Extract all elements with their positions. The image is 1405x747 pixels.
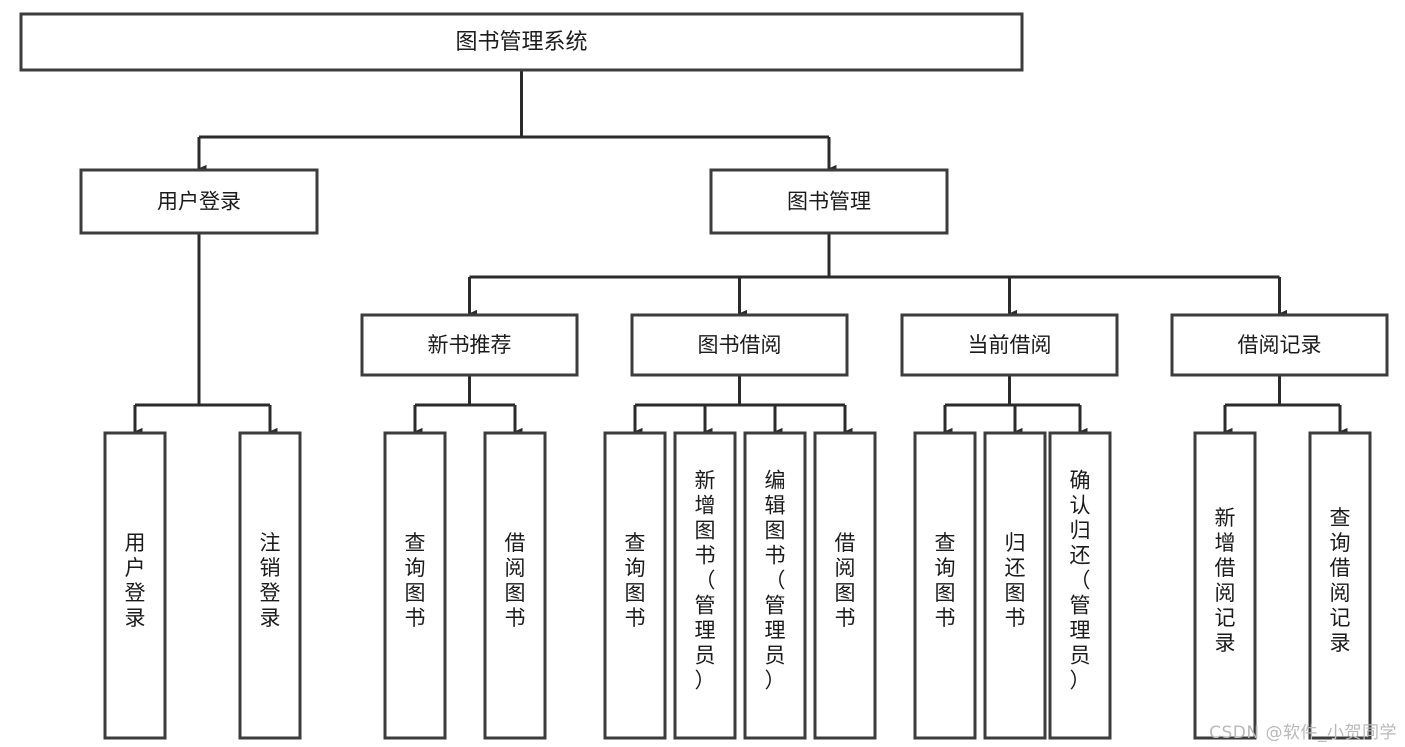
node-current-borrow[interactable]: 当前借阅 bbox=[900, 313, 1119, 377]
node-new-book-recommend-label: 新书推荐 bbox=[428, 333, 512, 357]
node-leaf-add-record-label: 新增借阅记录 bbox=[1215, 506, 1236, 655]
node-book-manage[interactable]: 图书管理 bbox=[709, 168, 949, 235]
node-book-borrow-label: 图书借阅 bbox=[698, 333, 782, 357]
node-user-login[interactable]: 用户登录 bbox=[79, 168, 319, 235]
node-leaf-return-book[interactable]: 归还图书 bbox=[983, 431, 1047, 740]
node-leaf-return-book-label: 归还图书 bbox=[1005, 531, 1026, 630]
node-root-system[interactable]: 图书管理系统 bbox=[19, 12, 1024, 72]
node-user-login-label: 用户登录 bbox=[157, 190, 241, 214]
node-leaf-add-book[interactable]: 新增图书（管理员） bbox=[673, 431, 737, 740]
node-borrow-record[interactable]: 借阅记录 bbox=[1170, 313, 1389, 377]
node-current-borrow-label: 当前借阅 bbox=[968, 333, 1052, 357]
node-leaf-add-record[interactable]: 新增借阅记录 bbox=[1193, 431, 1257, 740]
node-root-label: 图书管理系统 bbox=[455, 30, 587, 55]
node-leaf-user-login[interactable]: 用户登录 bbox=[103, 431, 167, 740]
node-book-borrow[interactable]: 图书借阅 bbox=[630, 313, 849, 377]
node-leaf-query-book-3-label: 查询图书 bbox=[935, 531, 956, 630]
node-leaf-borrow-book-1[interactable]: 借阅图书 bbox=[483, 431, 547, 740]
node-leaf-edit-book-label: 编辑图书（管理员） bbox=[765, 469, 786, 693]
node-leaf-user-login-label: 用户登录 bbox=[125, 531, 146, 630]
node-leaf-borrow-book-1-label: 借阅图书 bbox=[505, 531, 526, 630]
connector-layer bbox=[133, 70, 1348, 437]
csdn-watermark: CSDN @软件_小贺同学 bbox=[1209, 723, 1397, 743]
node-leaf-add-book-label: 新增图书（管理员） bbox=[695, 469, 716, 693]
node-leaf-confirm-return-label: 确认归还（管理员） bbox=[1070, 469, 1091, 693]
node-leaf-confirm-return[interactable]: 确认归还（管理员） bbox=[1048, 431, 1112, 740]
node-leaf-query-book-1-label: 查询图书 bbox=[405, 531, 426, 630]
node-leaf-query-book-3[interactable]: 查询图书 bbox=[913, 431, 977, 740]
node-leaf-query-book-1[interactable]: 查询图书 bbox=[383, 431, 447, 740]
node-leaf-edit-book[interactable]: 编辑图书（管理员） bbox=[743, 431, 807, 740]
node-leaf-user-logout[interactable]: 注销登录 bbox=[238, 431, 302, 740]
node-leaf-borrow-book-2-label: 借阅图书 bbox=[835, 531, 856, 630]
node-leaf-query-book-2[interactable]: 查询图书 bbox=[603, 431, 667, 740]
node-leaf-query-record-label: 查询借阅记录 bbox=[1330, 506, 1351, 655]
node-new-book-recommend[interactable]: 新书推荐 bbox=[360, 313, 579, 377]
node-book-manage-label: 图书管理 bbox=[787, 190, 871, 214]
node-borrow-record-label: 借阅记录 bbox=[1238, 333, 1322, 357]
node-leaf-query-record[interactable]: 查询借阅记录 bbox=[1308, 431, 1372, 740]
node-leaf-query-book-2-label: 查询图书 bbox=[625, 531, 646, 630]
node-layer: 图书管理系统用户登录图书管理新书推荐图书借阅当前借阅借阅记录用户登录注销登录查询… bbox=[19, 12, 1389, 740]
node-leaf-borrow-book-2[interactable]: 借阅图书 bbox=[813, 431, 877, 740]
node-leaf-user-logout-label: 注销登录 bbox=[260, 531, 281, 630]
